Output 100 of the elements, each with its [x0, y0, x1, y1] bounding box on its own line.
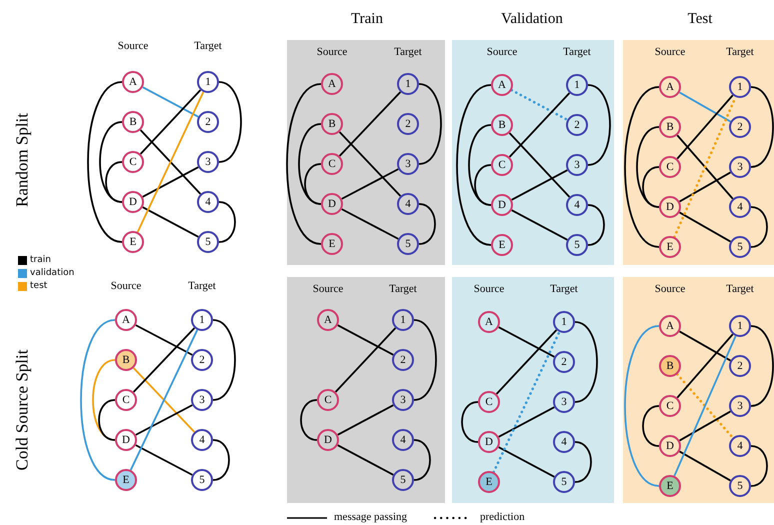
edge-line [461, 401, 478, 443]
target-node: 2 [729, 116, 751, 138]
edge-line [218, 201, 236, 243]
target-node: 5 [566, 234, 588, 256]
column-header: Target [563, 47, 591, 58]
target-node: 2 [191, 349, 213, 371]
edge-line [679, 92, 731, 122]
edge-line [140, 89, 202, 155]
target-node: 1 [397, 73, 419, 95]
edge-line [341, 208, 399, 240]
dotted-edge [492, 330, 561, 474]
split-panel [623, 277, 774, 503]
edge-line [142, 166, 199, 198]
edge-line [132, 327, 196, 393]
split-panel [287, 277, 445, 503]
target-node: 4 [553, 431, 575, 453]
source-node: C [491, 154, 513, 176]
column-title: Test [688, 12, 712, 27]
edge-line [750, 206, 768, 248]
target-node: 1 [191, 309, 213, 331]
target-node: 4 [392, 429, 414, 451]
edge-line [624, 325, 660, 487]
target-node: 5 [729, 475, 751, 497]
edge-line [498, 326, 555, 358]
edge-line [136, 92, 204, 232]
edge-line [642, 405, 660, 447]
source-node: D [321, 193, 343, 215]
target-node: 4 [397, 193, 419, 215]
target-node: 1 [729, 315, 751, 337]
source-node: E [115, 469, 137, 491]
edge-line [511, 209, 568, 241]
edge-line [337, 404, 394, 436]
column-header: Source [110, 281, 142, 292]
target-node: 1 [197, 71, 219, 93]
edge-line [135, 404, 193, 436]
edge-line [498, 446, 555, 478]
column-header: Source [474, 284, 504, 295]
source-node: A [491, 74, 513, 96]
source-node: A [659, 315, 681, 337]
edge-line [588, 84, 611, 166]
edge-line [105, 161, 122, 203]
edge-line [679, 212, 731, 242]
edge-line [87, 81, 122, 243]
split-panel [452, 40, 614, 265]
target-node: 2 [729, 355, 751, 377]
column-header: Source [486, 47, 518, 58]
target-node: 3 [553, 391, 575, 413]
legend-text: message passing [334, 512, 408, 523]
edge-line [750, 86, 774, 168]
target-node: 3 [566, 154, 588, 176]
source-node: B [659, 116, 681, 138]
source-node: B [321, 113, 343, 135]
edge-line [750, 325, 774, 407]
edge-line [676, 134, 734, 200]
column-header: Source [316, 47, 348, 58]
source-node: C [321, 153, 343, 175]
edge-line [418, 83, 442, 165]
target-node: 2 [397, 113, 419, 135]
edge-line [574, 441, 592, 483]
edge-line [130, 330, 198, 470]
edge-line [338, 91, 402, 157]
split-panel [287, 40, 445, 265]
target-node: 4 [729, 196, 751, 218]
target-node: 5 [392, 469, 414, 491]
edge-line [304, 163, 322, 205]
target-node: 1 [392, 309, 414, 331]
source-node: D [115, 429, 137, 451]
target-node: 5 [553, 471, 575, 493]
edge-line [132, 367, 196, 433]
source-node: C [317, 389, 339, 411]
edge-line [341, 168, 399, 200]
source-node: C [122, 151, 144, 173]
edge-line [414, 439, 431, 481]
target-node: 3 [191, 389, 213, 411]
edge-line [212, 319, 236, 401]
source-node: B [491, 114, 513, 136]
source-node: C [659, 156, 681, 178]
legend-text: prediction [480, 512, 525, 523]
edge-line [142, 206, 199, 238]
source-node: B [659, 355, 681, 377]
column-header: Target [550, 284, 578, 295]
source-node: C [659, 395, 681, 417]
edge-line [511, 169, 568, 201]
edge-line [508, 132, 570, 198]
edge-line [414, 319, 437, 401]
edge-line [679, 172, 731, 202]
column-header: Target [188, 281, 216, 292]
edge-line [679, 330, 731, 362]
column-header: Target [389, 284, 417, 295]
row-title: Random Split [14, 113, 30, 207]
edge-line [496, 329, 558, 395]
dotted-edge [510, 88, 569, 122]
target-node: 3 [729, 395, 751, 417]
legend-text: train [30, 256, 51, 265]
legend-text: validation [30, 269, 74, 278]
edge-line [588, 204, 605, 246]
target-node: 2 [197, 111, 219, 133]
edge-line [140, 129, 202, 195]
source-node: A [115, 309, 137, 331]
edge-line [286, 83, 322, 245]
